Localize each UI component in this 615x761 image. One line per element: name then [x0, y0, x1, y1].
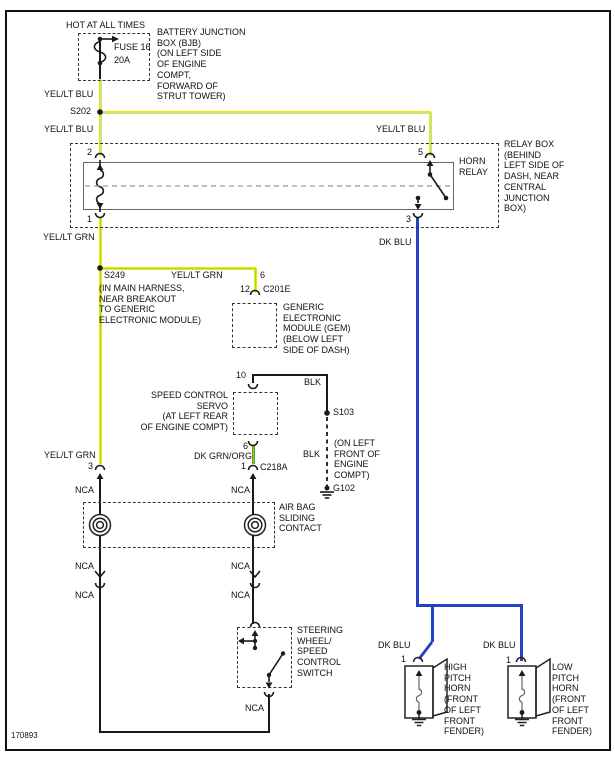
bjb-note: BATTERY JUNCTION BOX (BJB) (ON LEFT SIDE… — [157, 27, 246, 102]
wire-label-yel-lt-grn-2: YEL/LT GRN — [171, 270, 223, 280]
wire-label-yel-lt-blu-3: YEL/LT BLU — [376, 124, 426, 134]
wire-label-nca-l2: NCA — [75, 561, 95, 571]
wire-label-nca-switch: NCA — [245, 703, 265, 713]
wire-blk-servo-h — [252, 374, 328, 376]
wire-label-yel-lt-blu-2: YEL/LT BLU — [44, 124, 94, 134]
wire-yel-lt-grn-branch-v — [253, 268, 257, 292]
servo-box — [233, 392, 278, 435]
splice-label-s249: S249 — [104, 270, 126, 280]
switch-note: STEERING WHEEL/ SPEED CONTROL SWITCH — [297, 625, 344, 678]
wire-nca-left-column — [99, 478, 101, 733]
pin-low-horn: 1 — [506, 655, 512, 665]
wire-label-yel-lt-grn-1: YEL/LT GRN — [43, 232, 95, 242]
wire-label-blk-1: BLK — [304, 377, 322, 387]
wire-dk-blu-low-drop — [519, 605, 523, 661]
wire-blk-servo-up — [252, 375, 254, 383]
horn-relay-body — [83, 162, 454, 210]
high-horn-note: HIGH PITCH HORN (FRONT OF LEFT FRONT FEN… — [444, 662, 484, 737]
pin-relay-sw-top: 5 — [418, 147, 424, 157]
wire-yel-lt-blu-feed — [98, 79, 102, 156]
wire-label-dk-blu-low: DK BLU — [483, 640, 516, 650]
pin-airbag-left: 3 — [88, 461, 94, 471]
wire-dk-blu-main — [415, 217, 419, 606]
pin-servo-bottom: 6 — [243, 441, 249, 451]
switch-box — [237, 627, 292, 688]
pin-relay-coil-top: 2 — [87, 147, 93, 157]
pin-c218a: 1 — [241, 461, 247, 471]
diagram-id: 170893 — [11, 731, 38, 740]
diagram-border — [5, 10, 611, 751]
servo-note: SPEED CONTROL SERVO (AT LEFT REAR OF ENG… — [140, 390, 229, 433]
gem-note: GENERIC ELECTRONIC MODULE (GEM) (BELOW L… — [283, 302, 351, 355]
connector-label-c218a: C218A — [260, 462, 288, 472]
fuse-rating: 20A — [114, 55, 131, 65]
wire-label-nca-l1: NCA — [75, 485, 95, 495]
fuse-name: FUSE 16 — [114, 42, 151, 52]
horn-relay-label: HORN RELAY — [459, 156, 488, 177]
wire-label-blk-2: BLK — [303, 449, 321, 459]
g102-note: (ON LEFT FRONT OF ENGINE COMPT) — [334, 438, 380, 481]
low-horn-note: LOW PITCH HORN (FRONT OF LEFT FRONT FEND… — [552, 662, 592, 737]
airbag-note: AIR BAG SLIDING CONTACT — [279, 502, 322, 534]
connector-label-c201e: C201E — [263, 284, 291, 294]
wire-nca-switch-down — [268, 694, 270, 733]
fuse-box — [78, 33, 150, 81]
wire-label-dk-grn-org: DK GRN/ORG — [194, 451, 253, 461]
pin-high-horn: 1 — [401, 654, 407, 664]
pin-servo-top: 10 — [236, 370, 247, 380]
power-header: HOT AT ALL TIMES — [66, 20, 146, 30]
relay-box — [70, 143, 499, 228]
ground-label-g102: G102 — [333, 483, 356, 493]
wire-nca-bottom-h — [100, 731, 270, 733]
pin-gem-branch: 6 — [260, 270, 266, 280]
wire-yel-lt-grn-branch-h — [100, 266, 256, 270]
wire-label-yel-lt-grn-3: YEL/LT GRN — [44, 450, 96, 460]
wire-dk-grn-org — [251, 445, 255, 464]
wire-yel-lt-blu-to-pin5 — [428, 112, 432, 156]
splice-label-s103: S103 — [333, 407, 355, 417]
wire-yel-lt-blu-horizontal — [100, 110, 431, 114]
wire-label-nca-r1: NCA — [231, 485, 251, 495]
wire-label-nca-l3: NCA — [75, 590, 95, 600]
wire-label-yel-lt-blu-1: YEL/LT BLU — [44, 89, 94, 99]
s249-note: (IN MAIN HARNESS, NEAR BREAKOUT TO GENER… — [99, 283, 202, 326]
wire-label-dk-blu-1: DK BLU — [379, 237, 412, 247]
airbag-box — [83, 502, 275, 548]
wire-yel-lt-grn-main — [98, 217, 102, 464]
pin-relay-coil-bottom: 1 — [87, 214, 93, 224]
pin-gem: 12 — [240, 284, 251, 294]
wire-blk-to-s103 — [326, 375, 328, 413]
wire-dk-blu-branch-h — [415, 603, 523, 607]
relay-box-note: RELAY BOX (BEHIND LEFT SIDE OF DASH, NEA… — [504, 139, 565, 214]
pin-relay-sw-bottom: 3 — [406, 214, 412, 224]
wire-nca-right-column — [252, 478, 254, 624]
wire-dk-blu-high-drop — [430, 605, 434, 642]
splice-label-s202: S202 — [70, 106, 92, 116]
wire-label-dk-blu-high: DK BLU — [378, 640, 411, 650]
gem-box — [232, 303, 277, 348]
wire-label-nca-r2: NCA — [231, 561, 251, 571]
wire-label-nca-r3: NCA — [231, 590, 251, 600]
